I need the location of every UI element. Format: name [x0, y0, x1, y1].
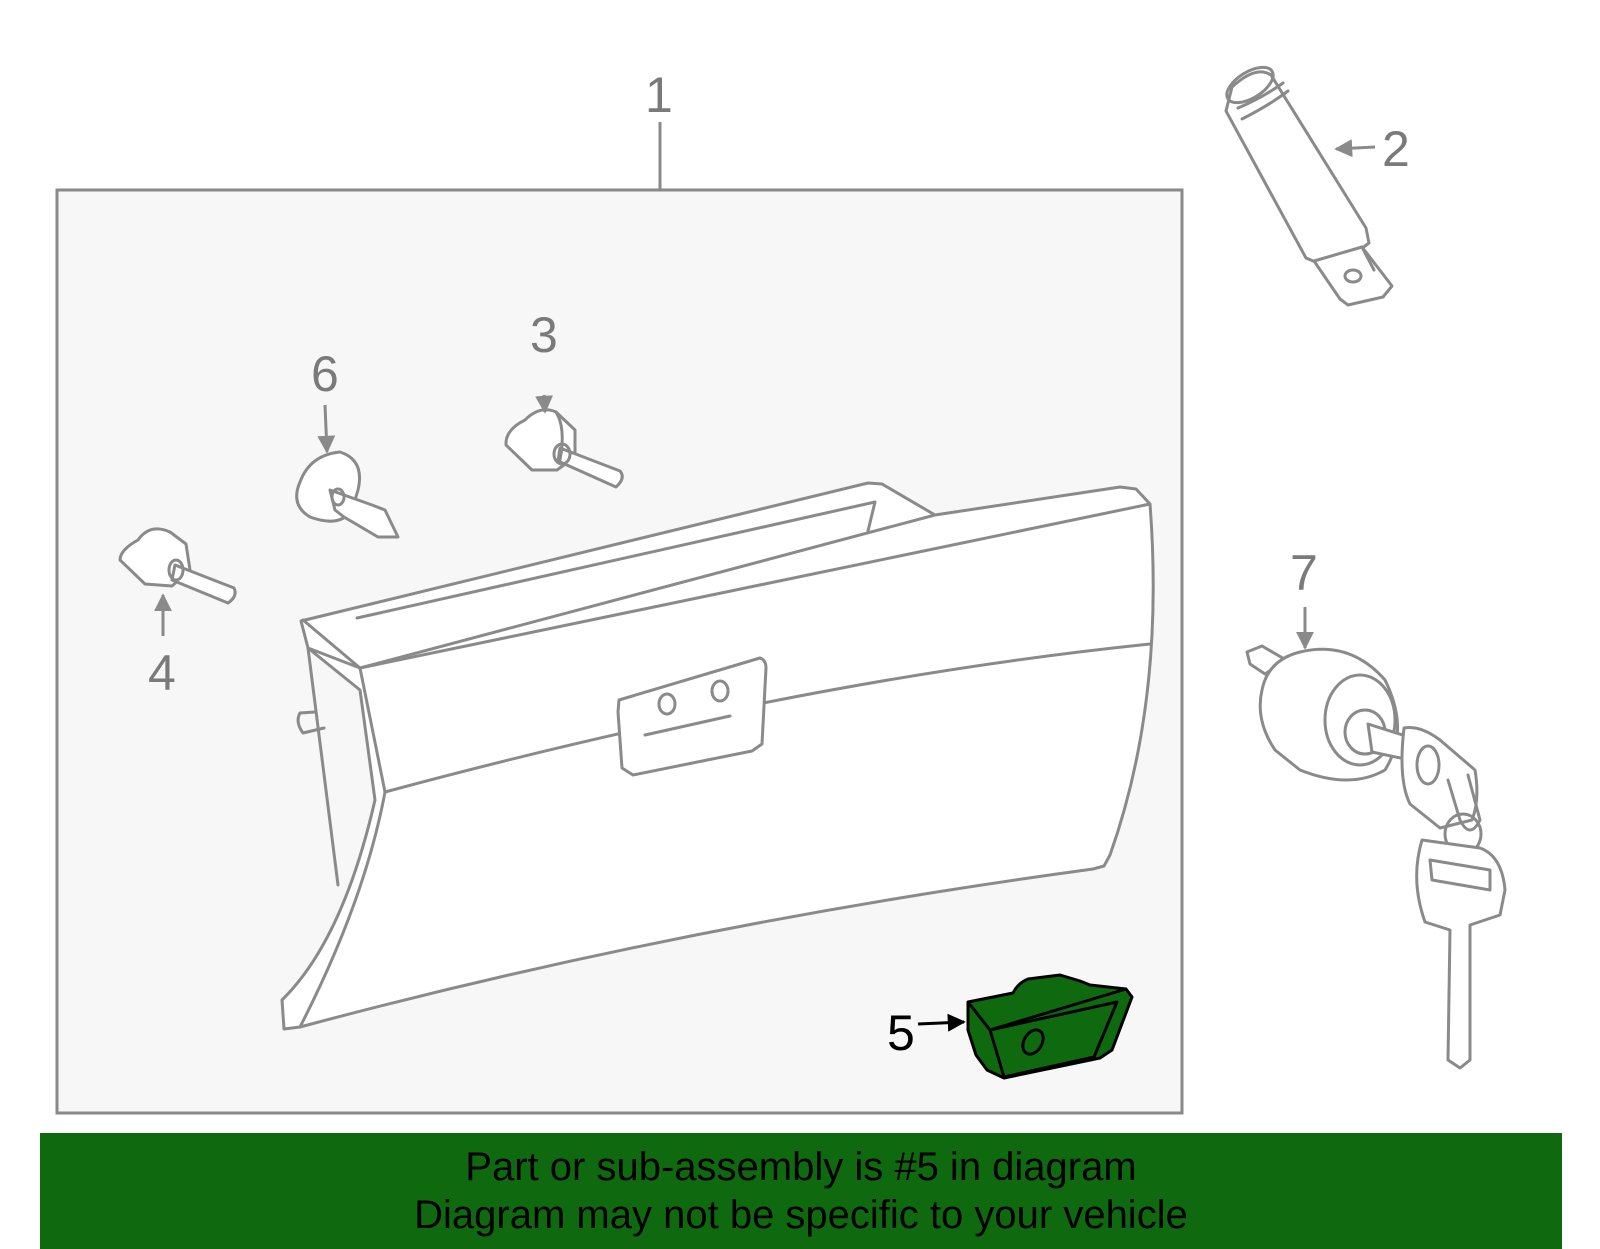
- part-7-lock-and-keys: [1245, 644, 1507, 1070]
- info-banner: Part or sub-assembly is #5 in diagram Di…: [40, 1133, 1562, 1249]
- callout-7: 7: [1290, 545, 1318, 601]
- part-4-bolt: [118, 527, 237, 605]
- callout-2-leader: [1334, 139, 1376, 158]
- part-2-lock-shaft: [1224, 65, 1394, 307]
- callout-3: 3: [530, 307, 558, 363]
- part-3-bolt: [504, 408, 624, 489]
- part-6-screw: [295, 450, 400, 539]
- callout-5-leader: [917, 1013, 966, 1032]
- callout-1: 1: [645, 67, 673, 123]
- callout-5: 5: [887, 1005, 915, 1061]
- callout-4: 4: [148, 645, 176, 701]
- banner-line-2: Diagram may not be specific to your vehi…: [414, 1193, 1188, 1237]
- callout-6: 6: [311, 346, 339, 402]
- part-5-lock-highlighted: [966, 973, 1134, 1080]
- callout-2: 2: [1382, 121, 1410, 177]
- callout-6-leader: [317, 404, 336, 454]
- callout-3-leader: [535, 394, 554, 414]
- glove-box-door: [280, 481, 1155, 1031]
- banner-line-1: Part or sub-assembly is #5 in diagram: [465, 1145, 1137, 1189]
